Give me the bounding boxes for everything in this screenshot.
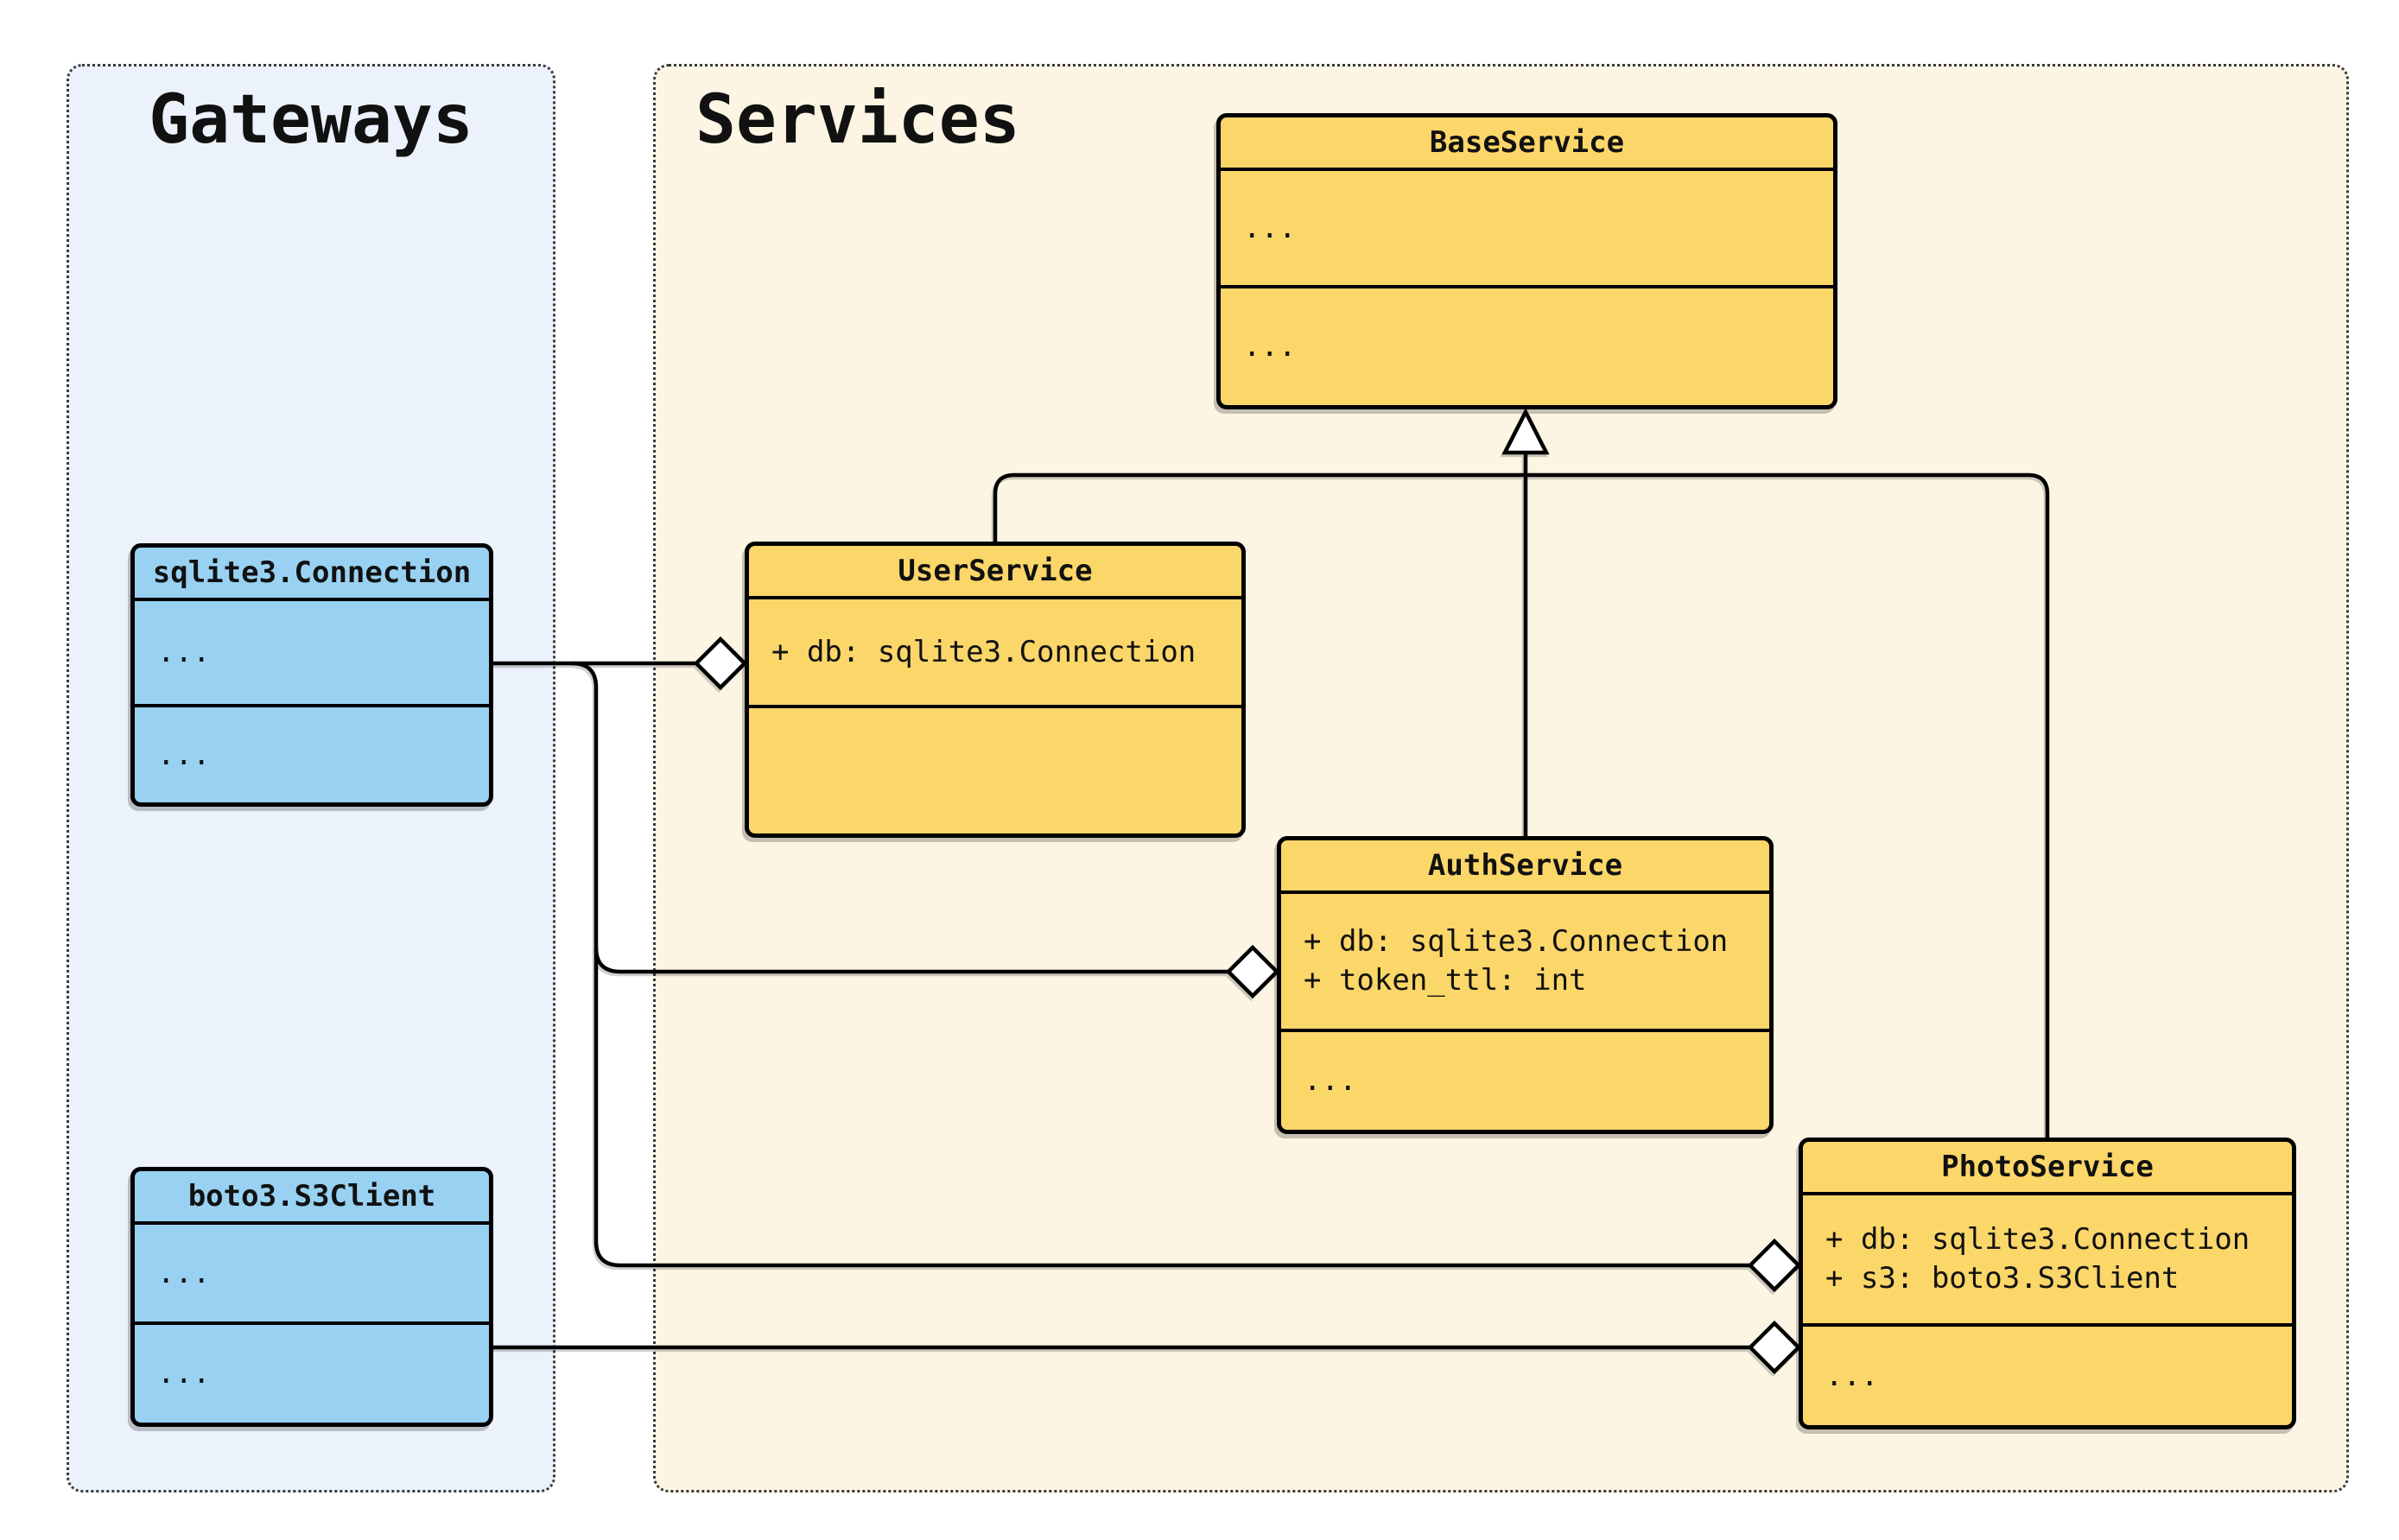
aggregation-diamond-icon bbox=[693, 636, 748, 691]
class-userservice: UserService + db: sqlite3.Connection bbox=[745, 542, 1246, 838]
class-title: UserService bbox=[898, 554, 1093, 588]
attributes-compartment: + db: sqlite3.Connection + s3: boto3.S3C… bbox=[1803, 1192, 2292, 1323]
attribute-row: ... bbox=[1243, 210, 1297, 245]
method-row: ... bbox=[157, 737, 211, 772]
gateways-panel-title: Gateways bbox=[149, 81, 473, 159]
attributes-compartment: ... bbox=[135, 1221, 489, 1321]
class-baseservice: BaseService ... ... bbox=[1216, 113, 1837, 409]
attribute-row: ... bbox=[157, 635, 211, 669]
method-row: ... bbox=[1243, 329, 1297, 364]
aggregation-line-sqlite-authservice bbox=[593, 947, 1228, 974]
attribute-row: + db: sqlite3.Connection bbox=[771, 634, 1196, 669]
class-title: AuthService bbox=[1427, 848, 1623, 883]
services-panel-title: Services bbox=[695, 81, 1020, 159]
attributes-compartment: ... bbox=[135, 598, 489, 704]
methods-compartment bbox=[749, 705, 1241, 833]
attributes-compartment: + db: sqlite3.Connection bbox=[749, 596, 1241, 705]
methods-compartment: ... bbox=[135, 1321, 489, 1423]
attribute-row: + db: sqlite3.Connection bbox=[1304, 924, 1729, 959]
methods-compartment: ... bbox=[1803, 1323, 2292, 1425]
attributes-compartment: ... bbox=[1221, 168, 1833, 285]
class-title: sqlite3.Connection bbox=[152, 555, 472, 590]
method-row: ... bbox=[157, 1356, 211, 1391]
attribute-row: + s3: boto3.S3Client bbox=[1825, 1261, 2180, 1296]
aggregation-line-sqlite-photoservice bbox=[571, 661, 1750, 1268]
methods-compartment: ... bbox=[1281, 1029, 1769, 1130]
class-authservice: AuthService + db: sqlite3.Connection + t… bbox=[1277, 836, 1774, 1134]
aggregation-diamond-icon bbox=[1747, 1238, 1802, 1293]
class-boto3-s3client: boto3.S3Client ... ... bbox=[130, 1167, 493, 1427]
class-photoservice: PhotoService + db: sqlite3.Connection + … bbox=[1799, 1138, 2296, 1429]
aggregation-diamond-icon bbox=[1747, 1320, 1802, 1375]
class-title: PhotoService bbox=[1941, 1150, 2154, 1184]
method-row: ... bbox=[1825, 1358, 1879, 1393]
inheritance-arrowhead-icon bbox=[1501, 408, 1550, 455]
aggregation-diamond-icon bbox=[1225, 944, 1280, 999]
class-title: BaseService bbox=[1429, 125, 1625, 160]
attributes-compartment: + db: sqlite3.Connection + token_ttl: in… bbox=[1281, 890, 1769, 1029]
class-title: boto3.S3Client bbox=[187, 1179, 436, 1214]
attribute-row: ... bbox=[157, 1255, 211, 1290]
attribute-row: + db: sqlite3.Connection bbox=[1825, 1222, 2250, 1257]
attribute-row: + token_ttl: int bbox=[1304, 963, 1587, 998]
method-row: ... bbox=[1304, 1063, 1357, 1098]
methods-compartment: ... bbox=[1221, 285, 1833, 405]
class-sqlite3-connection: sqlite3.Connection ... ... bbox=[130, 543, 493, 807]
methods-compartment: ... bbox=[135, 704, 489, 802]
inheritance-bus-line bbox=[993, 472, 2050, 1138]
